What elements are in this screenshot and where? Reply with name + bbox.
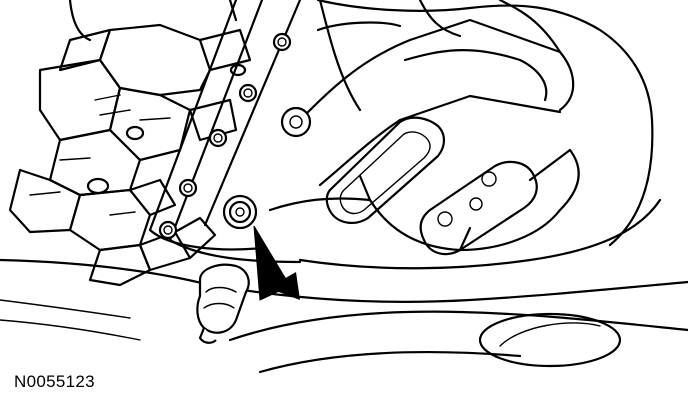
- pan-bolt: [238, 83, 258, 103]
- pan-bolts: [158, 32, 292, 240]
- pan-bolt: [178, 178, 198, 198]
- pan-flange: [148, 0, 302, 264]
- cooler-line-fitting: [196, 263, 250, 344]
- valve-body: [8, 23, 252, 287]
- pan-boss: [325, 116, 446, 224]
- housing-outline: [0, 0, 688, 374]
- oil-pan: [268, 0, 580, 252]
- pan-drain-boss: [419, 160, 538, 256]
- pan-bolt: [158, 220, 178, 240]
- arrow-icon: [253, 225, 300, 301]
- pan-bolt: [208, 128, 228, 148]
- pan-plugs: [222, 106, 312, 230]
- pan-bolt: [272, 32, 292, 52]
- filter-plug: [280, 106, 312, 138]
- figure-id-label: N0055123: [14, 372, 95, 391]
- housing-port: [478, 312, 622, 368]
